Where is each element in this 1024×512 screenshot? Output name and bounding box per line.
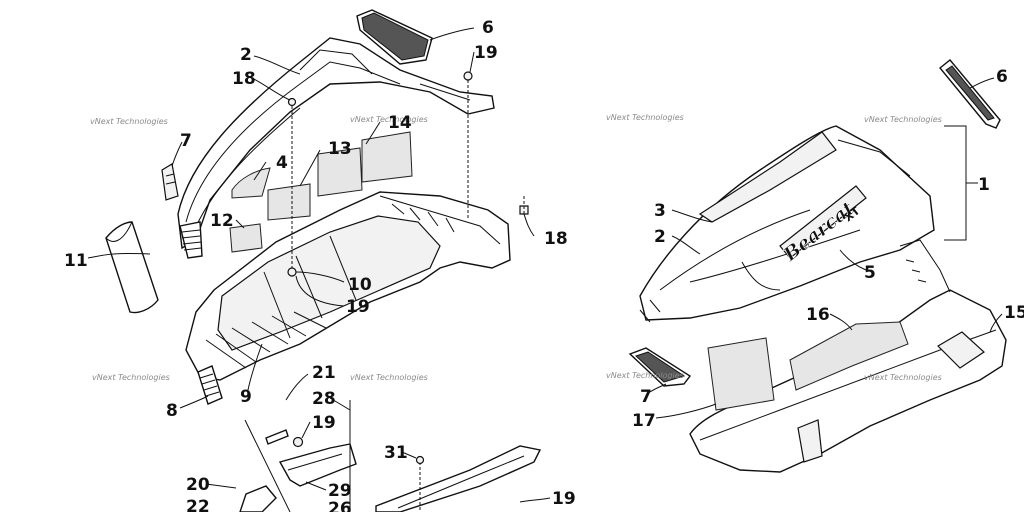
part-hood-upper-shell <box>177 37 495 250</box>
vent-opening-15 <box>937 331 985 369</box>
callout-29: 29 <box>328 481 352 501</box>
watermark-1: vNext Technologies <box>90 117 168 126</box>
callout-19-top: 19 <box>474 43 498 63</box>
decal-4 <box>231 167 271 199</box>
bolt-31 <box>415 455 425 465</box>
callout-7-left: 7 <box>180 131 192 151</box>
vent-slot-15 <box>797 419 823 463</box>
fasteners-left <box>287 71 529 277</box>
decal-12 <box>229 223 263 253</box>
callout-labels-right: 6 1 3 2 5 16 15 7 17 <box>632 67 1024 431</box>
part-hood-lower-body <box>185 191 511 381</box>
nut-19-mid <box>287 267 297 277</box>
callout-16: 16 <box>806 305 830 325</box>
callout-12: 12 <box>210 211 234 231</box>
part-side-spring-upper <box>179 221 203 259</box>
callout-8: 8 <box>166 401 178 421</box>
decal-panels <box>229 131 413 253</box>
callout-28: 28 <box>312 389 336 409</box>
callout-3: 3 <box>654 201 666 221</box>
callout-14: 14 <box>388 113 412 133</box>
callout-26: 26 <box>328 499 352 512</box>
callout-20: 20 <box>186 475 210 495</box>
right-assembly: Bearcat XT <box>628 59 1007 473</box>
part-side-panel-upper <box>639 125 935 323</box>
part-vent-grille-right-lower <box>628 347 692 387</box>
callout-19-bottom: 19 <box>552 489 576 509</box>
callout-2-left: 2 <box>240 45 252 65</box>
nut-19-lower <box>292 436 304 448</box>
callout-19-lower: 19 <box>312 413 336 433</box>
callout-1: 1 <box>978 175 990 195</box>
assembly-bracket-1 <box>944 125 978 241</box>
callout-31: 31 <box>384 443 408 463</box>
bolt-18-right <box>519 205 529 215</box>
leader-lines-right <box>649 77 1003 419</box>
decal-14a <box>317 147 363 197</box>
watermark-3: vNext Technologies <box>606 113 684 122</box>
callout-17: 17 <box>632 411 656 431</box>
part-bracket-28 <box>278 443 357 487</box>
callout-5: 5 <box>864 263 876 283</box>
watermark-2: vNext Technologies <box>350 115 428 124</box>
callout-15: 15 <box>1004 303 1024 323</box>
watermark-5: vNext Technologies <box>92 373 170 382</box>
part-bracket-bottom <box>239 400 351 512</box>
nut-19-top <box>463 71 473 81</box>
leader-lines-left <box>87 27 551 503</box>
callout-18-right: 18 <box>544 229 568 249</box>
callout-21: 21 <box>312 363 336 383</box>
watermark-6: vNext Technologies <box>350 373 428 382</box>
decal-17 <box>707 337 775 411</box>
part-clip-left <box>161 163 179 201</box>
callout-6-top: 6 <box>482 18 494 38</box>
callout-19-mid: 19 <box>346 297 370 317</box>
callout-7-right: 7 <box>640 387 652 407</box>
bolt-18-upper <box>287 97 297 107</box>
decal-14b <box>361 131 413 183</box>
callout-4: 4 <box>276 153 288 173</box>
callout-10: 10 <box>348 275 372 295</box>
decal-13 <box>267 183 311 221</box>
part-spring-21 <box>265 429 304 448</box>
left-assembly <box>87 9 551 512</box>
watermark-8: vNext Technologies <box>864 373 942 382</box>
part-side-spring-lower <box>197 365 223 405</box>
decal-16 <box>789 321 909 391</box>
watermark-4: vNext Technologies <box>864 115 942 124</box>
callout-13: 13 <box>328 139 352 159</box>
watermark-7: vNext Technologies <box>606 371 684 380</box>
badge-plate <box>779 185 867 259</box>
watermarks: vNext Technologies vNext Technologies vN… <box>90 113 942 382</box>
callout-11: 11 <box>64 251 88 271</box>
part-rail-bottom <box>375 445 542 512</box>
callout-22: 22 <box>186 497 210 512</box>
callout-9: 9 <box>240 387 252 407</box>
callout-labels-left: 6 19 2 18 14 7 13 4 12 18 11 10 19 8 9 2… <box>64 18 576 512</box>
callout-18-upper: 18 <box>232 69 256 89</box>
part-vent-grille-top <box>356 9 433 65</box>
part-tube-sleeve <box>105 221 159 314</box>
part-vent-grille-right <box>939 59 1001 129</box>
callout-2-right: 2 <box>654 227 666 247</box>
callout-6-right: 6 <box>996 67 1008 87</box>
part-side-panel-lower <box>689 239 1007 473</box>
